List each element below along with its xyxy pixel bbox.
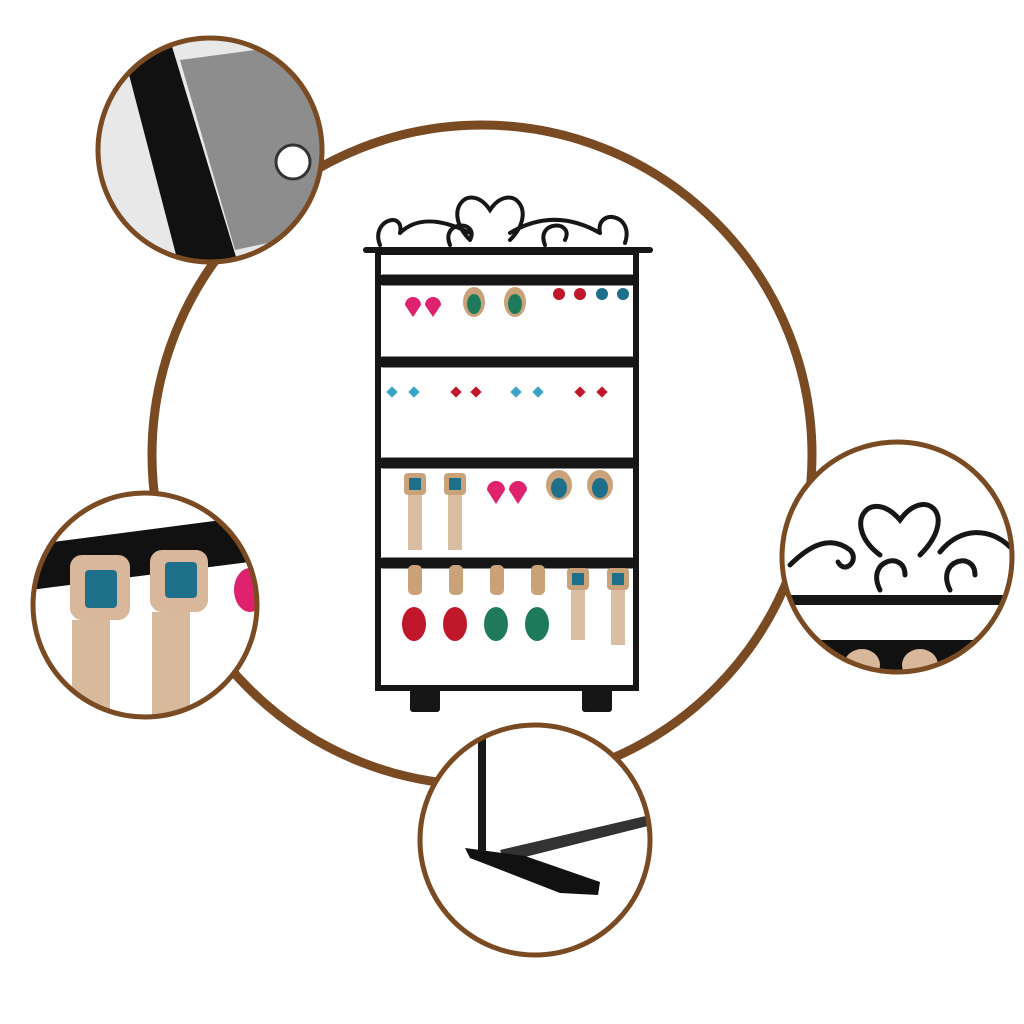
rack-feet <box>410 688 612 712</box>
earrings <box>386 287 629 645</box>
detail-earrings <box>30 490 260 720</box>
earring-rack <box>363 195 653 691</box>
detail-scrollwork <box>779 439 1015 675</box>
detail-foot <box>417 722 653 958</box>
scrollwork <box>376 195 629 247</box>
detail-hole-bracket <box>95 35 325 265</box>
